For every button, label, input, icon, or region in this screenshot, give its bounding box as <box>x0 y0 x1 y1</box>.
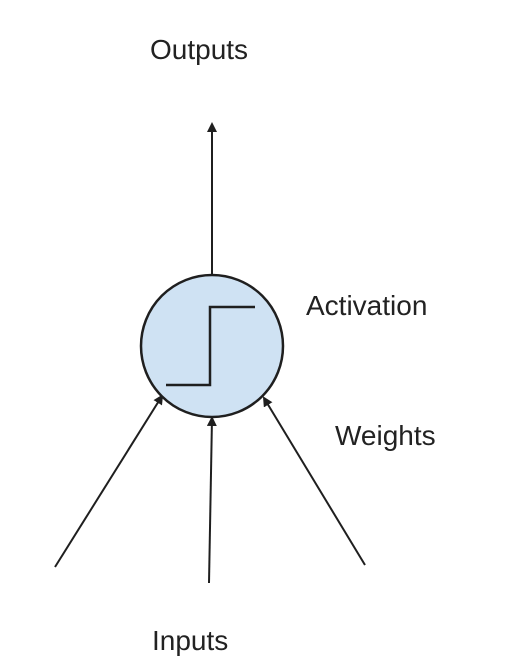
input-arrow-right <box>262 396 366 566</box>
inputs-label: Inputs <box>152 625 229 656</box>
neuron-node <box>139 273 285 419</box>
input-arrow-center <box>206 416 217 584</box>
weights-label: Weights <box>335 420 436 451</box>
step-activation-icon <box>166 305 255 387</box>
input-arrow-left <box>54 394 164 568</box>
outputs-label: Outputs <box>150 34 249 65</box>
activation-label: Activation <box>306 290 428 321</box>
